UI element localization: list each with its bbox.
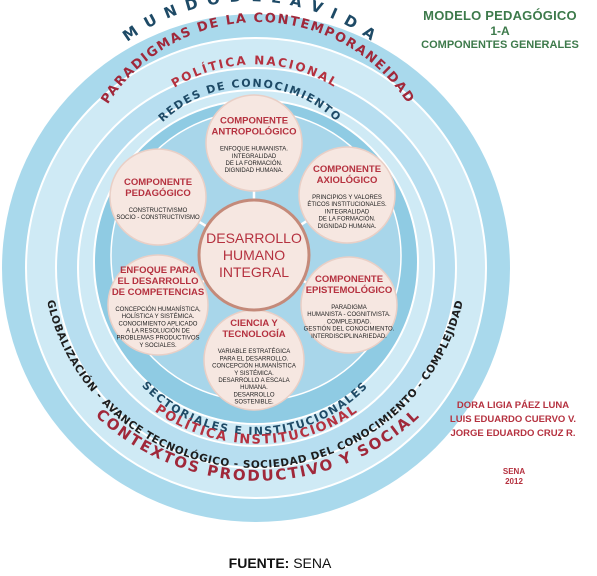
- component-competencias-title: DE COMPETENCIAS: [112, 287, 204, 298]
- component-competencias-body: CONCEPCIÓN HUMANÍSTICA,: [115, 306, 201, 313]
- center-circle: [197, 198, 311, 312]
- component-epistemologico-title: COMPONENTE: [315, 274, 383, 285]
- org-year: 2012: [505, 477, 523, 486]
- component-ciencia-title: TECNOLOGÍA: [222, 329, 285, 340]
- page-subtitle: 1-A: [490, 24, 510, 38]
- component-pedagogico-body: CONSTRUCTIVISMO: [129, 208, 188, 214]
- connector-pedagogico: [198, 220, 208, 228]
- component-epistemologico-title: EPISTEMOLÓGICO: [306, 284, 393, 296]
- component-axiologico-body: DIGNIDAD HUMANA.: [318, 224, 377, 230]
- component-axiologico-title: AXIOLÓGICO: [317, 174, 378, 186]
- component-competencias-body: HOLÍSTICA Y SISTÉMICA.: [122, 313, 195, 320]
- footer-label: FUENTE:: [228, 555, 290, 571]
- component-axiologico-body: INTEGRALIDAD: [325, 209, 370, 215]
- component-axiologico-circle: [298, 146, 396, 244]
- component-competencias-title: ENFOQUE PARA: [120, 265, 196, 276]
- center-line-1: DESARROLLO: [206, 230, 302, 246]
- center-line-2: HUMANO: [223, 247, 285, 263]
- component-competencias-title: EL DESARROLLO: [117, 276, 198, 287]
- author-2: LUIS EDUARDO CUERVO V.: [449, 414, 577, 425]
- component-axiologico-body: PRINCIPIOS Y VALORES: [312, 195, 382, 201]
- component-competencias-body: PROBLEMAS PRODUCTIVOS: [116, 336, 199, 342]
- component-pedagogico-circle: [109, 148, 207, 246]
- component-pedagogico-body: SOCIO - CONSTRUCTIVISMO: [116, 215, 200, 221]
- component-axiologico-title: COMPONENTE: [313, 164, 381, 175]
- component-ciencia-body: DESARROLLO A ESCALA: [218, 378, 289, 384]
- footer-value: SENA: [293, 555, 332, 571]
- component-antropologico-body: INTEGRALIDAD: [232, 154, 277, 160]
- component-epistemologico-body: PARADIGMA: [331, 305, 367, 311]
- component-competencias-body: CONOCIMIENTO APLICADO: [119, 321, 198, 327]
- center-node: DESARROLLO HUMANO INTEGRAL: [197, 198, 311, 312]
- org-name: SENA: [502, 467, 526, 476]
- component-competencias-body: Y SOCIALES.: [139, 343, 177, 349]
- component-axiologico-body: DE LA FORMACIÓN.: [318, 216, 375, 223]
- component-ciencia-body: Y SISTÉMICA.: [234, 370, 274, 377]
- footer-source: FUENTE: SENA: [0, 555, 560, 571]
- component-antropologico-body: DIGNIDAD HUMANA.: [225, 168, 284, 174]
- org-block: SENA 2012: [464, 467, 564, 487]
- component-pedagogico-title: PEDAGÓGICO: [125, 187, 190, 199]
- component-ciencia-body: HUMANA.: [240, 385, 268, 391]
- component-competencias-body: A LA RESOLUCIÓN DE: [126, 328, 190, 335]
- component-antropologico-circle: [205, 94, 303, 192]
- page-title: MODELO PEDAGÓGICO: [423, 8, 577, 23]
- component-ciencia-body: SOSTENIBLE.: [234, 400, 274, 406]
- component-antropologico-body: ENFOQUE HUMANISTA.: [220, 147, 288, 153]
- page-caption: COMPONENTES GENERALES: [421, 39, 579, 51]
- author-1: DORA LIGIA PÁEZ LUNA: [456, 400, 570, 411]
- component-ciencia-body: CONCEPCIÓN HUMANÍSTICA: [212, 363, 296, 370]
- center-line-3: INTEGRAL: [219, 264, 289, 280]
- component-antropologico-title: ANTROPOLÓGICO: [212, 126, 297, 138]
- component-epistemologico-body: INTERDISCIPLINARIEDAD.: [311, 334, 387, 340]
- author-3: JORGE EDUARDO CRUZ R.: [450, 428, 576, 439]
- component-epistemologico-body: GESTIÓN DEL CONOCIMIENTO.: [304, 326, 395, 333]
- component-competencias-circle: [107, 254, 209, 356]
- component-pedagogico-title: COMPONENTE: [124, 177, 192, 188]
- component-epistemologico-circle: [300, 256, 398, 354]
- component-ciencia-title: CIENCIA Y: [230, 318, 278, 329]
- component-antropologico-title: COMPONENTE: [220, 116, 288, 127]
- component-axiologico-body: ÉTICOS INSTITUCIONALES.: [307, 201, 387, 208]
- header-title-block: MODELO PEDAGÓGICO 1-A COMPONENTES GENERA…: [405, 8, 595, 51]
- authors-block: DORA LIGIA PÁEZ LUNA LUIS EDUARDO CUERVO…: [428, 399, 597, 441]
- component-ciencia-body: VARIABLE ESTRATÉGICA: [218, 348, 290, 355]
- component-ciencia-body: PARA EL DESARROLLO.: [220, 356, 289, 362]
- component-epistemologico-body: COMPLEJIDAD.: [327, 319, 372, 325]
- component-antropologico-body: DE LA FORMACIÓN.: [225, 160, 282, 167]
- component-epistemologico-body: HUMANISTA - COGNITIVISTA.: [307, 312, 391, 318]
- component-ciencia-body: DESARROLLO: [233, 392, 274, 398]
